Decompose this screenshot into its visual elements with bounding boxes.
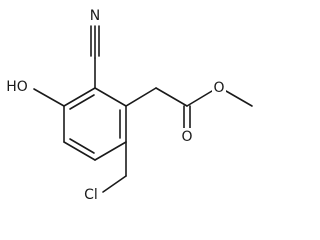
bond-ring-hydroxyl [33, 88, 65, 107]
bond-ester-o-methyl [225, 90, 253, 107]
nitrile-nitrogen-label: N [90, 8, 100, 24]
bond-carbonyl-ester-o [186, 90, 213, 107]
bond-ring-ch2 [125, 87, 157, 107]
ring-bond-c1-c2 [94, 87, 127, 107]
ester-oxygen-label: O [213, 80, 224, 96]
bonds [33, 25, 253, 193]
hydroxyl-label: HO [6, 79, 28, 95]
molecule-structure: N HO O O Cl [2, 7, 253, 204]
ring-bond-c6-c1 [63, 87, 96, 107]
chlorine-label: Cl [84, 187, 98, 203]
ring-double-c6-c1 [69, 94, 95, 110]
ring-bond-c3-c4 [94, 141, 127, 161]
ring-bond-c4-c5 [63, 141, 96, 161]
atom-labels: N HO O O Cl [2, 7, 226, 204]
carbonyl-oxygen-label: O [181, 129, 192, 145]
bond-ch2-carbonyl [155, 87, 188, 107]
ring-double-c4-c5 [69, 138, 95, 154]
bond-ch2-cl [102, 175, 127, 193]
